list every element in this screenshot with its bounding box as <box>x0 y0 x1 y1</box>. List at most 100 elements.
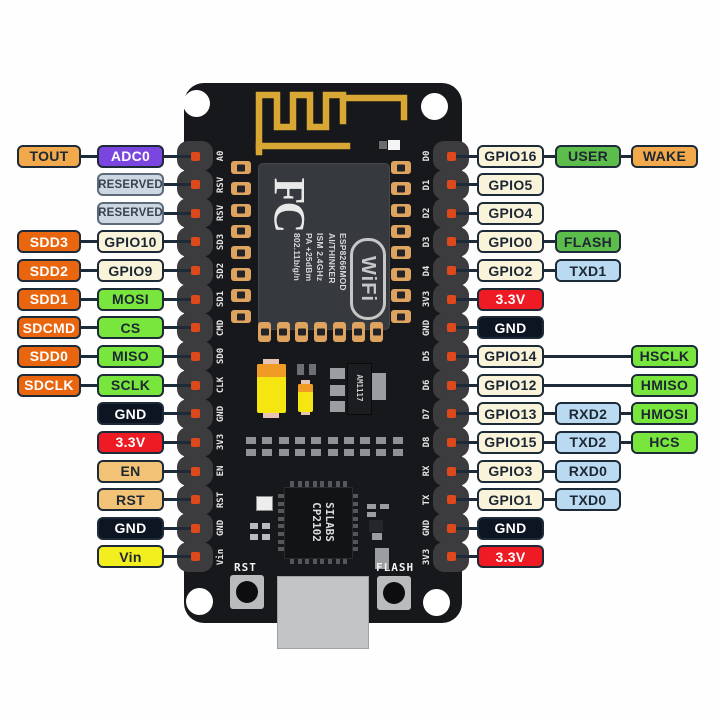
connector-line <box>164 183 192 187</box>
solder-pad <box>392 449 403 456</box>
connector-line <box>542 412 557 416</box>
smd-component <box>375 548 389 569</box>
pin <box>190 523 200 533</box>
connector-line <box>451 440 479 444</box>
castellated-pad <box>391 182 411 196</box>
silkscreen-pin-label: GND <box>216 520 226 537</box>
pin-label-rst: RST <box>97 488 164 512</box>
module-marking-line: ISM 2.4GHz <box>315 233 326 282</box>
castellated-pad-hole <box>279 328 288 336</box>
connector-line <box>451 412 479 416</box>
wifi-logo: WiFi <box>350 238 386 320</box>
silkscreen-pin-label: D4 <box>422 265 432 276</box>
chip-pin <box>278 516 284 521</box>
chip-pin <box>328 558 332 564</box>
connector-line <box>164 326 192 330</box>
chip-pin <box>343 481 348 487</box>
module-markings: ESP8266MOD AI/THINKER ISM 2.4GHz PA +25d… <box>290 233 348 319</box>
pin <box>190 437 200 447</box>
regulator-label: AM1117 <box>355 374 364 402</box>
connector-line <box>451 354 479 358</box>
capacitor-lead <box>263 359 279 367</box>
connector-line <box>81 154 97 158</box>
chip-pin <box>352 501 358 506</box>
pin-label-wake: WAKE <box>631 144 698 168</box>
chip-pin <box>343 558 348 564</box>
capacitor-lead <box>301 409 310 415</box>
mounting-hole <box>421 93 448 120</box>
capacitor-band <box>257 364 286 377</box>
chip-pin <box>352 509 358 514</box>
module-marking-line: 802.11b/g/n <box>292 233 303 282</box>
connector-line <box>451 183 479 187</box>
connector-line <box>451 555 479 559</box>
silkscreen-pin-label: SD0 <box>216 348 226 365</box>
pin-label-gpio15: GPIO15 <box>477 430 544 454</box>
solder-pad <box>246 449 256 456</box>
connector-line <box>542 354 633 358</box>
pin <box>446 466 456 476</box>
connector-line <box>542 154 557 158</box>
smd-pad <box>250 534 258 540</box>
castellated-pad-hole <box>297 328 306 336</box>
solder-pad <box>327 437 338 444</box>
castellated-pad <box>231 246 251 260</box>
connector-line <box>451 469 479 473</box>
castellated-pad-hole <box>237 164 245 171</box>
solder-pad <box>311 449 322 456</box>
pin-label-mosi: MOSI <box>97 287 164 311</box>
pin-label-3.3v: 3.3V <box>97 430 164 454</box>
connector-line <box>81 326 97 330</box>
silkscreen-pin-label: D1 <box>422 179 432 191</box>
regulator-pad <box>330 368 345 379</box>
solder-pad <box>294 449 305 456</box>
silkscreen-pin-label: GND <box>422 319 432 336</box>
castellated-pad <box>276 322 290 342</box>
silkscreen-pin-label: D7 <box>422 408 432 420</box>
pin-label-txd1: TXD1 <box>555 259 621 283</box>
regulator-pad <box>330 385 345 396</box>
castellated-pad-hole <box>397 291 405 299</box>
castellated-pad-hole <box>260 328 269 336</box>
reset-button <box>230 575 264 609</box>
connector-line <box>451 154 479 158</box>
chip-pin <box>278 524 284 529</box>
pcb-antenna-trace <box>255 91 408 156</box>
chip-pin <box>278 494 284 498</box>
pin <box>446 380 456 390</box>
pin-label-gpio16: GPIO16 <box>477 144 544 168</box>
silkscreen-pin-label: RSV <box>216 176 226 193</box>
connector-line <box>619 412 634 416</box>
chip-pin <box>335 558 340 564</box>
pin <box>190 294 200 304</box>
pin <box>190 380 200 390</box>
pin <box>190 466 200 476</box>
pin <box>446 495 456 505</box>
pin <box>446 237 456 247</box>
solder-pad <box>294 437 305 444</box>
pin-label-sdclk: SDCLK <box>17 373 81 397</box>
castellated-pad <box>391 288 411 302</box>
smd-component <box>309 364 316 375</box>
chip-pin <box>312 481 317 487</box>
castellated-pad <box>258 322 271 342</box>
chip-pin <box>278 532 284 536</box>
pin-label-sdcmd: SDCMD <box>17 316 81 340</box>
connector-line <box>164 526 192 530</box>
connector-line <box>81 383 97 387</box>
pin <box>446 523 456 533</box>
castellated-pad <box>231 182 251 196</box>
module-marking-line: ESP8266MOD <box>338 233 348 291</box>
pin-label-gpio10: GPIO10 <box>97 230 164 254</box>
regulator-pad <box>372 373 386 400</box>
castellated-pad-hole <box>335 328 344 336</box>
connector-line <box>164 211 192 215</box>
pin-label-reserved: RESERVED <box>97 201 164 225</box>
pin <box>190 208 200 218</box>
solder-pad <box>262 449 273 456</box>
pin-label-gpio4: GPIO4 <box>477 201 544 225</box>
castellated-pad-hole <box>397 227 405 235</box>
solder-pad <box>392 437 403 444</box>
castellated-pad-hole <box>237 313 245 321</box>
silkscreen-pin-label: D8 <box>422 436 432 448</box>
